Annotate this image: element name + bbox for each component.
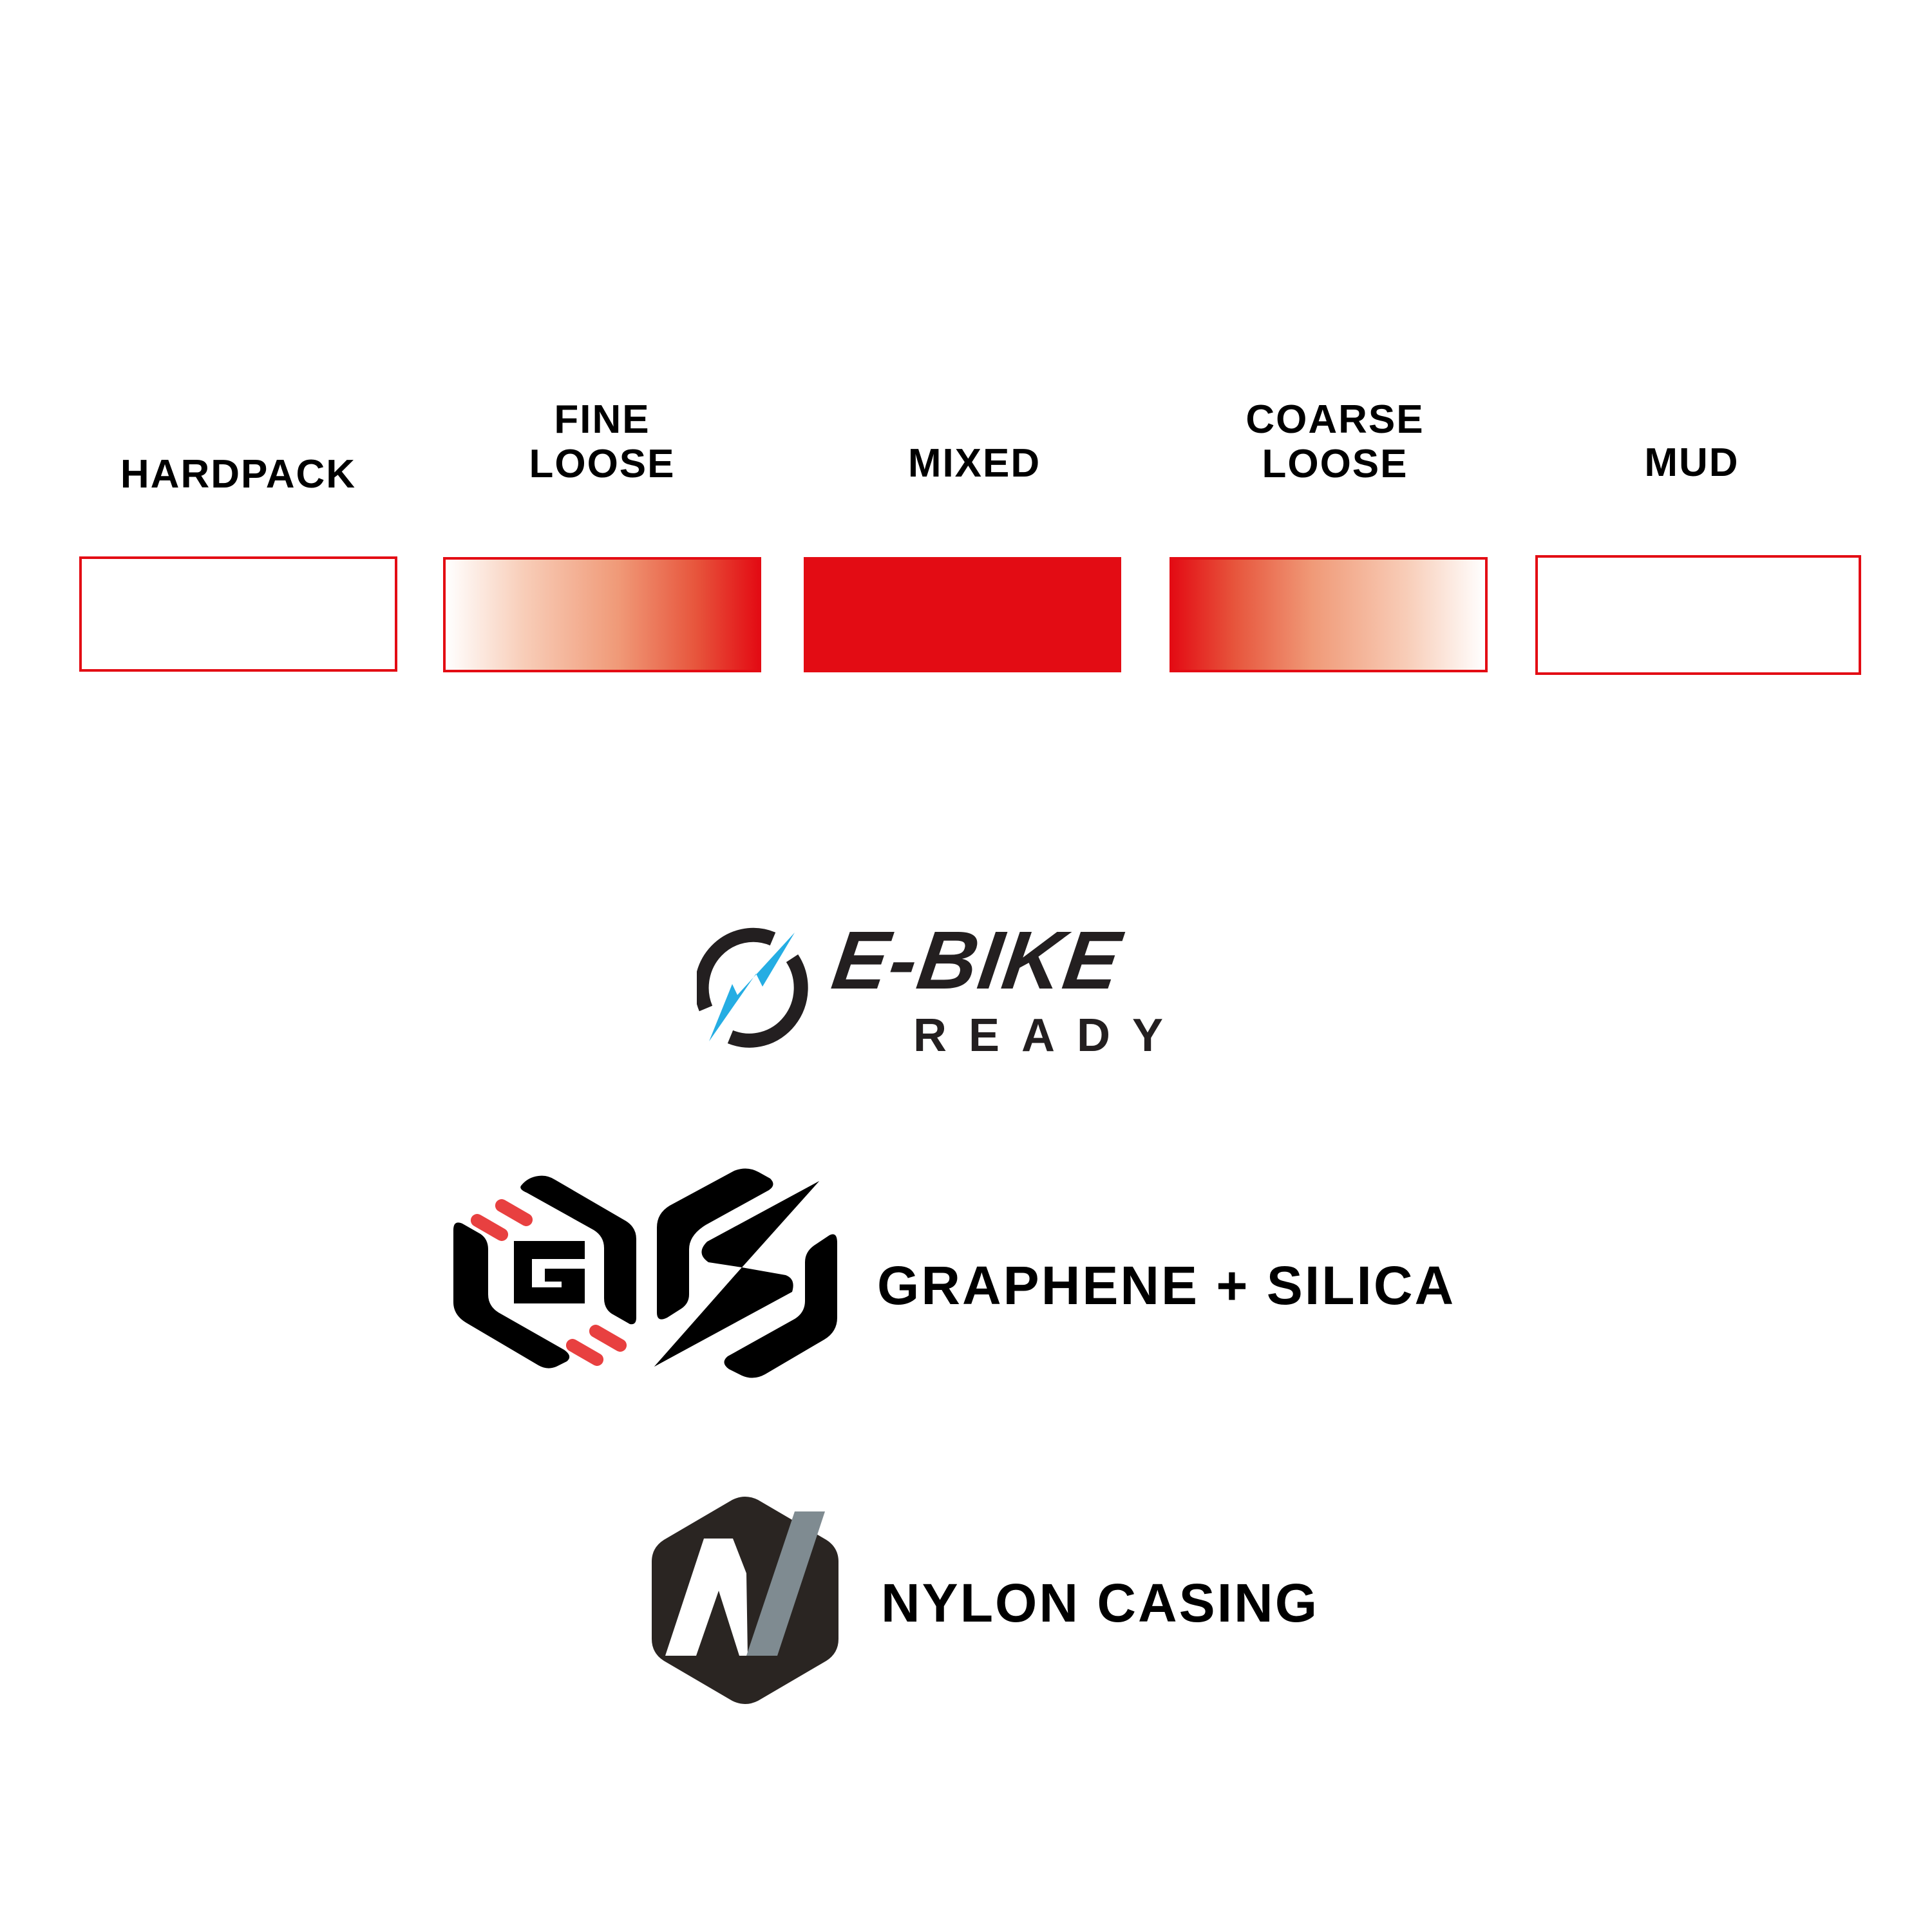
- terrain-label-coarse-loose: COARSE LOOSE: [1142, 397, 1528, 486]
- label-line: COARSE: [1245, 397, 1425, 442]
- label-line: LOOSE: [1262, 442, 1408, 486]
- label-line: MUD: [1644, 440, 1739, 485]
- nylon-casing-label: NYLON CASING: [881, 1573, 1320, 1633]
- lightning-ring-icon: [697, 927, 808, 1048]
- label-line: FINE: [554, 397, 650, 442]
- terrain-label-hardpack: HARDPACK: [45, 452, 431, 497]
- ebike-ready-badge: E-BIKE READY: [696, 914, 1211, 1063]
- terrain-box-fine-loose: [443, 557, 761, 672]
- graphene-silica-label: GRAPHENE + SILICA: [877, 1255, 1456, 1316]
- terrain-box-mixed: [804, 557, 1121, 672]
- label-line: LOOSE: [529, 442, 676, 486]
- label-line: HARDPACK: [120, 452, 357, 497]
- nylon-casing-badge: [651, 1496, 839, 1705]
- terrain-label-mud: MUD: [1499, 440, 1885, 485]
- graphene-silica-badge: [451, 1166, 850, 1385]
- nylon-hex-icon: [652, 1497, 838, 1704]
- terrain-box-coarse-loose: [1170, 557, 1488, 672]
- label-line: MIXED: [907, 441, 1041, 486]
- terrain-label-mixed: MIXED: [781, 441, 1168, 486]
- ebike-title: E-BIKE: [827, 914, 1127, 1007]
- ebike-subtitle: READY: [913, 1010, 1186, 1061]
- terrain-box-hardpack: [79, 556, 397, 672]
- terrain-label-fine-loose: FINE LOOSE: [409, 397, 795, 486]
- terrain-box-mud: [1535, 555, 1861, 675]
- graphene-silica-hex-icon: [453, 1168, 837, 1378]
